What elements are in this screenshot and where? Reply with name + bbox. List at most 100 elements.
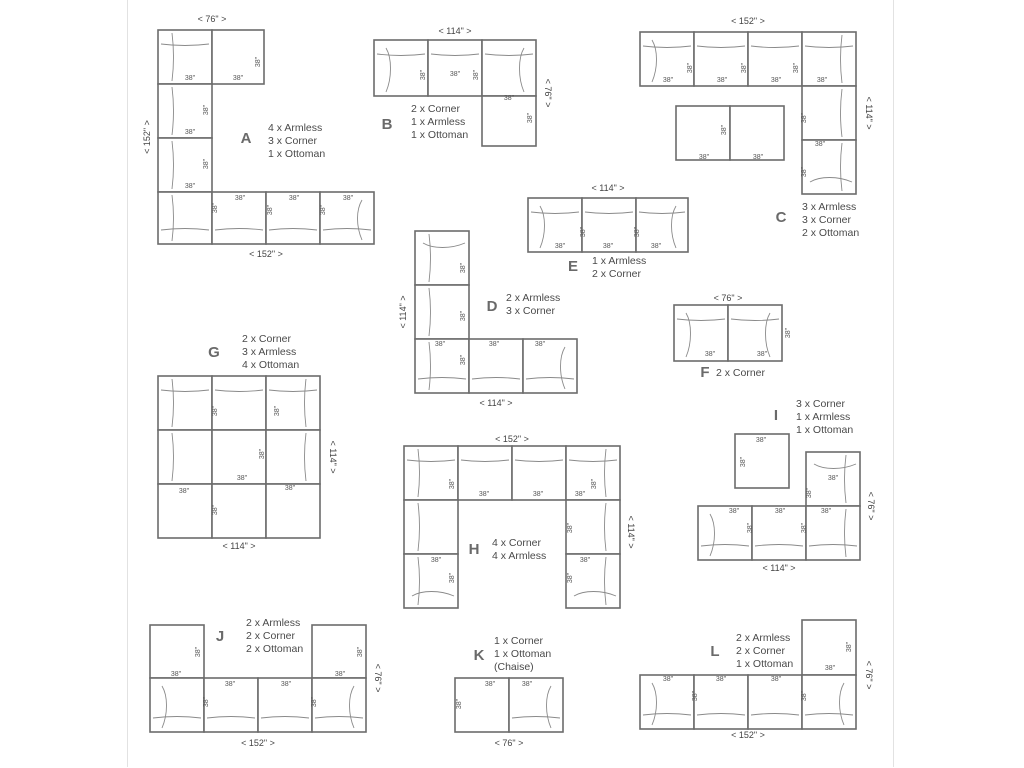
cushion-line <box>584 211 634 214</box>
measurement-label: 38" <box>817 77 828 84</box>
measurement-label: 38" <box>335 671 346 678</box>
cushion-line <box>417 448 420 498</box>
configuration-letter: F <box>700 364 709 381</box>
arm-line <box>813 463 857 469</box>
measurement-label: 38" <box>195 646 202 657</box>
measurement-label: 38" <box>603 243 614 250</box>
sofa-module <box>211 191 267 245</box>
sofa-module <box>211 483 267 539</box>
sofa-module <box>319 191 375 245</box>
cushion-line <box>428 287 431 337</box>
measurement-label: 38" <box>449 478 456 489</box>
arm-line <box>560 346 566 390</box>
cushion-line <box>214 389 264 392</box>
cushion-line <box>430 53 480 56</box>
measurement-label: 38" <box>179 488 190 495</box>
cushion-line <box>696 713 746 716</box>
sofa-module <box>403 445 459 501</box>
cushion-line <box>840 142 843 192</box>
dimension-label: < 76" > <box>198 14 227 24</box>
cushion-line <box>754 544 804 547</box>
cushion-line <box>206 716 256 719</box>
measurement-label: 38" <box>357 646 364 657</box>
piece-count-line: 2 x Corner <box>716 367 766 379</box>
cushion-line <box>804 713 854 716</box>
sofa-module <box>257 677 313 733</box>
sofa-module <box>527 197 583 253</box>
cushion-line <box>152 716 202 719</box>
dimension-label: < 114" > <box>479 398 512 408</box>
configuration-letter: J <box>216 628 224 645</box>
measurement-label: 38" <box>785 327 792 338</box>
sofa-module <box>414 284 470 340</box>
piece-count-line: 2 x Armless <box>246 617 300 629</box>
measurement-label: 38" <box>717 77 728 84</box>
cushion-line <box>214 228 264 231</box>
cushion-line <box>171 140 174 190</box>
dimension-label: < 76" > <box>866 492 876 521</box>
piece-count-line: 1 x Ottoman <box>736 658 793 670</box>
sofa-module <box>697 505 753 561</box>
piece-count-line: 1 x Corner <box>494 635 544 647</box>
measurement-label: 38" <box>567 572 574 583</box>
sofa-module <box>734 433 790 489</box>
measurement-label: 38" <box>801 690 808 701</box>
measurement-label: 38" <box>757 351 768 358</box>
cushion-line <box>514 459 564 462</box>
sofa-module <box>673 304 729 362</box>
piece-count-line: 2 x Armless <box>736 632 790 644</box>
dimension-label: < 76" > <box>864 661 874 690</box>
measurement-label: 38" <box>806 487 813 498</box>
sofa-module <box>565 553 621 609</box>
sofa-module <box>457 445 513 501</box>
measurement-label: 38" <box>801 522 808 533</box>
page-border <box>127 0 894 767</box>
measurement-label: 38" <box>460 262 467 273</box>
cushion-line <box>840 34 843 84</box>
measurement-label: 38" <box>575 491 586 498</box>
arm-line <box>411 591 455 597</box>
configuration-letter: B <box>382 116 393 133</box>
cushion-line <box>171 432 174 482</box>
cushion-line <box>844 508 847 558</box>
cushion-line <box>696 45 746 48</box>
configuration-h: 38"38"38"38"38"38"38"38"38"38"< 152" >< … <box>403 434 636 609</box>
cushion-line <box>604 556 607 606</box>
cushion-line <box>268 389 318 392</box>
measurement-label: 38" <box>651 243 662 250</box>
dimension-label: < 76" > <box>714 293 743 303</box>
configuration-j: 38"38"38"38"38"38"38"38"< 152" >< 76" >J… <box>149 617 383 748</box>
sofa-module <box>581 197 637 253</box>
arm-line <box>385 47 391 93</box>
measurement-label: 38" <box>185 129 196 136</box>
sofa-module <box>157 429 213 485</box>
cushion-line <box>604 502 607 552</box>
dimension-label: < 114" > <box>438 26 471 36</box>
sofa-module <box>511 445 567 501</box>
cushion-line <box>642 45 692 48</box>
measurement-label: 38" <box>449 572 456 583</box>
cushion-line <box>460 459 510 462</box>
arm-line <box>685 312 691 358</box>
cushion-line <box>471 377 521 380</box>
dimension-label: < 76" > <box>543 79 553 108</box>
measurement-label: 38" <box>473 69 480 80</box>
measurement-label: 38" <box>729 508 740 515</box>
arm-line <box>349 685 355 729</box>
sofa-module <box>805 451 861 507</box>
dimension-label: < 114" > <box>591 183 624 193</box>
arm-line <box>519 47 525 93</box>
sofa-module <box>639 674 695 730</box>
sofa-module <box>265 375 321 431</box>
measurement-label: 38" <box>846 641 853 652</box>
measurement-label: 38" <box>203 158 210 169</box>
sofa-module <box>311 677 367 733</box>
sofa-module <box>747 674 803 730</box>
measurement-label: 38" <box>460 354 467 365</box>
measurement-label: 38" <box>460 310 467 321</box>
configuration-letter: E <box>568 258 578 275</box>
cushion-line <box>604 448 607 498</box>
sofa-module <box>635 197 689 253</box>
sofa-module <box>522 338 578 394</box>
